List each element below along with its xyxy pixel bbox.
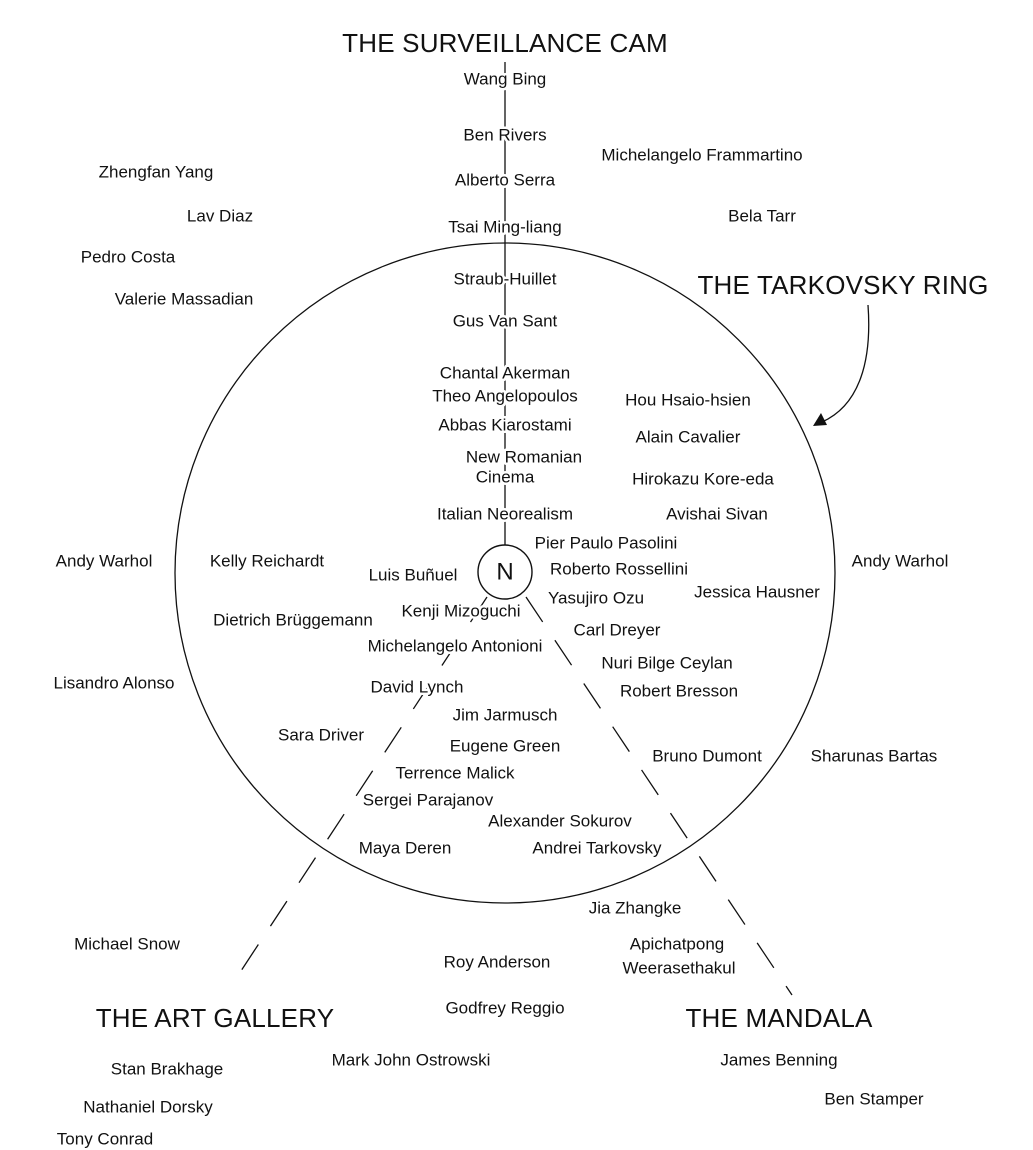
title-art-gallery: THE ART GALLERY [96,1003,335,1033]
filmmaker-label: Jim Jarmusch [453,705,558,724]
filmmaker-label: Hou Hsaio-hsien [625,390,751,409]
filmmaker-label: Wang Bing [464,69,547,88]
filmmaker-label: Sergei Parajanov [363,790,494,809]
filmmaker-label: Ben Stamper [824,1089,924,1108]
filmmaker-label: Tsai Ming-liang [448,217,561,236]
center-node-label: N [496,559,513,586]
filmmaker-label: Yasujiro Ozu [548,588,644,607]
filmmaker-label: Lav Diaz [187,206,253,225]
filmmaker-label: Maya Deren [359,838,452,857]
filmmaker-labels: Wang Bing Ben Rivers Alberto Serra Tsai … [54,67,949,1149]
filmmaker-label: Zhengfan Yang [99,162,214,181]
filmmaker-label: Abbas Kiarostami [438,415,571,434]
filmmaker-label: Valerie Massadian [115,289,254,308]
filmmaker-label: Alain Cavalier [636,427,741,446]
filmmaker-label: Godfrey Reggio [445,998,564,1017]
filmmaker-label: Nuri Bilge Ceylan [601,653,732,672]
filmmaker-label: Kelly Reichardt [210,551,325,570]
filmmaker-label: Eugene Green [450,736,561,755]
filmmaker-label: Apichatpong [630,934,725,953]
mandala-axis-line [525,596,793,996]
tarkovsky-ring-arrow-line [821,304,870,423]
tarkovsky-ring-circle [174,242,836,904]
filmmaker-label: Avishai Sivan [666,504,768,523]
filmmaker-label: Pier Paulo Pasolini [535,533,678,552]
filmmaker-label: Hirokazu Kore-eda [632,469,774,488]
filmmaker-label: Straub-Huillet [454,269,557,288]
filmmaker-label: Terrence Malick [395,763,515,782]
filmmaker-label: Sharunas Bartas [811,746,938,765]
filmmaker-label: Jessica Hausner [694,582,820,601]
filmmaker-label: Carl Dreyer [574,620,661,639]
filmmaker-label: Michelangelo Antonioni [368,636,543,655]
filmmaker-label: Alexander Sokurov [488,811,632,830]
filmmaker-label: Nathaniel Dorsky [83,1097,213,1116]
filmmaker-label: Mark John Ostrowski [332,1050,491,1069]
filmmaker-label: Michelangelo Frammartino [601,145,802,164]
filmmaker-label: Cinema [476,467,535,486]
filmmaker-label: Pedro Costa [81,247,176,266]
filmmaker-label: Ben Rivers [463,125,546,144]
filmmaker-label: Andy Warhol [56,551,153,570]
center-node [477,544,533,600]
diagram-lines [174,62,870,996]
art-gallery-axis-line [234,596,488,981]
filmmaker-label: Chantal Akerman [440,363,570,382]
filmmaker-label: Weerasethakul [622,958,735,977]
filmmaker-label: Luis Buñuel [369,565,458,584]
filmmaker-label: Andrei Tarkovsky [532,838,662,857]
filmmaker-label: Andy Warhol [852,551,949,570]
filmmaker-label: Sara Driver [278,725,364,744]
filmmaker-label: Roberto Rossellini [550,559,688,578]
filmmaker-label: Bela Tarr [728,206,796,225]
filmmaker-label: Alberto Serra [455,170,556,189]
filmmaker-label: David Lynch [371,677,464,696]
filmmaker-label: Theo Angelopoulos [432,386,578,405]
filmmaker-label: Gus Van Sant [453,311,558,330]
filmmaker-label: New Romanian [466,447,582,466]
filmmaker-label: James Benning [720,1050,837,1069]
title-tarkovsky-ring: THE TARKOVSKY RING [697,270,988,300]
filmmaker-label: Bruno Dumont [652,746,762,765]
filmmaker-label: Roy Anderson [444,952,551,971]
filmmaker-label: Robert Bresson [620,681,738,700]
filmmaker-label: Stan Brakhage [111,1059,223,1078]
filmmaker-label: Tony Conrad [57,1129,153,1148]
title-surveillance-cam: THE SURVEILLANCE CAM [342,28,668,58]
filmmaker-label: Lisandro Alonso [54,673,175,692]
arrow-head-icon [813,413,827,426]
title-mandala: THE MANDALA [685,1003,873,1033]
filmmaker-label: Kenji Mizoguchi [401,601,520,620]
filmmaker-label: Michael Snow [74,934,181,953]
filmmaker-label: Italian Neorealism [437,504,573,523]
filmmaker-label: Dietrich Brüggemann [213,610,373,629]
filmmaker-label: Jia Zhangke [589,898,682,917]
